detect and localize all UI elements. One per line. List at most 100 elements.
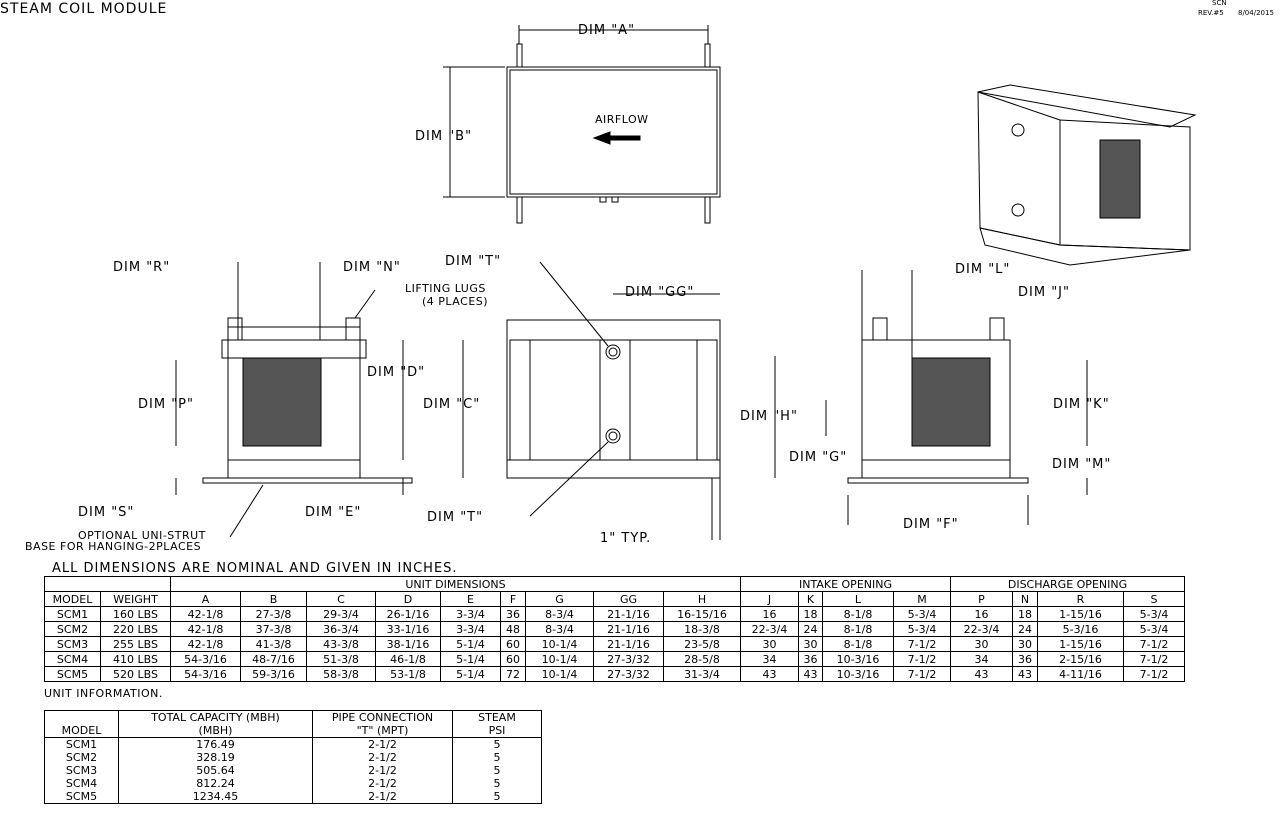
- table-cell: 54-3/16: [170, 651, 241, 667]
- revision-date: 8/04/2015: [1238, 9, 1274, 17]
- table-cell: 328.19: [118, 751, 313, 764]
- front-view: [462, 261, 721, 540]
- table-cell: 51-3/8: [306, 651, 376, 667]
- technical-drawing: [175, 25, 1197, 540]
- table-cell: 46-1/8: [375, 651, 441, 667]
- table-cell: 37-3/8: [240, 621, 307, 637]
- table-cell: 42-1/8: [170, 636, 241, 652]
- table-cell: 48-7/16: [240, 651, 307, 667]
- table-cell: SCM3: [44, 636, 101, 652]
- blank-cell: [44, 576, 171, 592]
- table-cell: 5: [452, 790, 542, 804]
- table-cell: 176.49: [118, 737, 313, 751]
- table-cell: 54-3/16: [170, 666, 241, 682]
- column-header: PIPE CONNECTION: [312, 710, 453, 724]
- table-cell: 7-1/2: [1123, 666, 1185, 682]
- table-cell: 43: [798, 666, 823, 682]
- typ-label: 1" TYP.: [600, 531, 652, 546]
- table-cell: 36: [500, 606, 526, 622]
- table-cell: 38-1/16: [375, 636, 441, 652]
- dimensions-note: ALL DIMENSIONS ARE NOMINAL AND GIVEN IN …: [52, 561, 458, 576]
- table-cell: 30: [740, 636, 799, 652]
- table-cell: 5-1/4: [440, 651, 501, 667]
- column-header: K: [798, 591, 823, 607]
- table-cell: 7-1/2: [893, 651, 951, 667]
- table-cell: SCM4: [44, 651, 101, 667]
- table-cell: SCM5: [44, 666, 101, 682]
- table-cell: 42-1/8: [170, 606, 241, 622]
- column-header: C: [306, 591, 376, 607]
- table-cell: 16: [740, 606, 799, 622]
- group-header: INTAKE OPENING: [740, 576, 951, 592]
- dim-n-label: DIM "N": [343, 260, 401, 275]
- table-cell: 5: [452, 764, 542, 777]
- column-header: G: [525, 591, 594, 607]
- table-cell: 5-1/4: [440, 636, 501, 652]
- table-cell: 22-3/4: [950, 621, 1013, 637]
- table-cell: 36: [1012, 651, 1038, 667]
- column-header: MODEL: [44, 591, 101, 607]
- table-cell: 43: [740, 666, 799, 682]
- dim-d-label: DIM "D": [367, 365, 426, 380]
- table-cell: 1-15/16: [1037, 636, 1124, 652]
- table-cell: 5: [452, 777, 542, 790]
- table-cell: SCM5: [44, 790, 119, 804]
- column-header: L: [822, 591, 894, 607]
- table-cell: 10-3/16: [822, 651, 894, 667]
- table-cell: 5-3/4: [1123, 621, 1185, 637]
- table-cell: 22-3/4: [740, 621, 799, 637]
- table-cell: 41-3/8: [240, 636, 307, 652]
- drawing-title: STEAM COIL MODULE: [0, 1, 168, 17]
- group-header: DISCHARGE OPENING: [950, 576, 1185, 592]
- table-cell: 36-3/4: [306, 621, 376, 637]
- table-cell: 43: [950, 666, 1013, 682]
- column-header: B: [240, 591, 307, 607]
- column-header: D: [375, 591, 441, 607]
- unistrut-label: OPTIONAL UNI-STRUT: [78, 529, 206, 542]
- table-cell: 410 LBS: [100, 651, 171, 667]
- unistrut-label-2: BASE FOR HANGING-2PLACES: [25, 540, 202, 553]
- table-cell: 5: [452, 751, 542, 764]
- dim-t-bottom-label: DIM "T": [427, 510, 484, 525]
- table-cell: 220 LBS: [100, 621, 171, 637]
- table-cell: 10-3/16: [822, 666, 894, 682]
- unit-info-heading: UNIT INFORMATION.: [44, 687, 163, 700]
- top-view: [443, 25, 721, 224]
- table-cell: 5-3/4: [1123, 606, 1185, 622]
- table-cell: 3-3/4: [440, 606, 501, 622]
- column-header: [44, 710, 119, 724]
- table-cell: 29-3/4: [306, 606, 376, 622]
- table-cell: 8-1/8: [822, 606, 894, 622]
- table-cell: 27-3/32: [593, 666, 664, 682]
- dim-f-label: DIM "F": [903, 517, 959, 532]
- table-cell: 5-3/4: [893, 606, 951, 622]
- column-header: "T" (MPT): [312, 724, 453, 738]
- table-cell: 2-1/2: [312, 777, 453, 790]
- dim-gg-label: DIM "GG": [625, 285, 695, 300]
- table-cell: 8-1/8: [822, 636, 894, 652]
- table-cell: 43: [1012, 666, 1038, 682]
- table-cell: 48: [500, 621, 526, 637]
- lifting-lugs-count: (4 PLACES): [422, 295, 489, 308]
- table-cell: 60: [500, 651, 526, 667]
- table-cell: SCM4: [44, 777, 119, 790]
- table-cell: 72: [500, 666, 526, 682]
- table-cell: 5-3/4: [893, 621, 951, 637]
- table-cell: SCM3: [44, 764, 119, 777]
- column-header: TOTAL CAPACITY (MBH): [118, 710, 313, 724]
- dim-p-label: DIM "P": [138, 397, 194, 412]
- column-header: H: [663, 591, 741, 607]
- dim-l-label: DIM "L": [955, 262, 1011, 277]
- revision-code: SCN: [1212, 0, 1227, 7]
- table-cell: 1-15/16: [1037, 606, 1124, 622]
- table-cell: 520 LBS: [100, 666, 171, 682]
- table-cell: 33-1/16: [375, 621, 441, 637]
- column-header: MODEL: [44, 724, 119, 738]
